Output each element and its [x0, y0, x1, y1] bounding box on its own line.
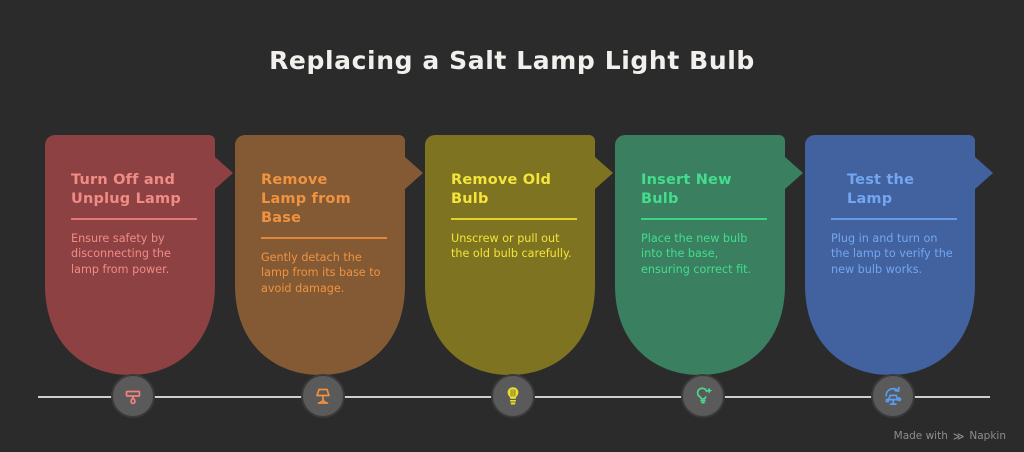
- lamp-test-icon: [881, 384, 905, 408]
- lamp-shade-icon: [121, 384, 145, 408]
- step-icon-badge-5: [871, 374, 915, 418]
- step-description: Plug in and turn on the lamp to verify t…: [831, 231, 953, 276]
- step-description: Unscrew or pull out the old bulb careful…: [451, 231, 572, 261]
- step-divider: [261, 237, 387, 239]
- step-title: Remove Old Bulb: [451, 172, 552, 207]
- step-card-shape: [805, 135, 993, 375]
- watermark-prefix: Made with: [893, 430, 948, 442]
- step-title: Remove Lamp from Base: [261, 172, 351, 226]
- step-card-shape: [235, 135, 423, 375]
- page-title: Replacing a Salt Lamp Light Bulb: [269, 46, 755, 75]
- step-divider: [831, 218, 957, 220]
- step-divider: [641, 218, 767, 220]
- step-description: Ensure safety by disconnecting the lamp …: [71, 231, 171, 276]
- step-description: Place the new bulb into the base, ensuri…: [641, 231, 752, 276]
- step-title: Insert New Bulb: [641, 172, 732, 207]
- watermark-brand: Napkin: [969, 430, 1006, 442]
- step-icon-badge-3: [491, 374, 535, 418]
- table-lamp-icon: [311, 384, 335, 408]
- step-icon-badge-2: [301, 374, 345, 418]
- napkin-watermark: Made with ≫ Napkin: [894, 430, 1006, 442]
- step-title: Test the Lamp: [847, 172, 915, 207]
- step-card-shape: [425, 135, 613, 375]
- light-bulb-icon: [501, 384, 525, 408]
- step-card-shape: [615, 135, 803, 375]
- step-divider: [71, 218, 197, 220]
- step-description: Gently detach the lamp from its base to …: [261, 250, 381, 295]
- step-title: Turn Off and Unplug Lamp: [71, 172, 181, 207]
- step-icon-badge-4: [681, 374, 725, 418]
- step-card-shape: [45, 135, 233, 375]
- napkin-logo-icon: ≫: [952, 429, 965, 443]
- bulb-sparkle-icon: [691, 384, 715, 408]
- step-divider: [451, 218, 577, 220]
- step-icon-badge-1: [111, 374, 155, 418]
